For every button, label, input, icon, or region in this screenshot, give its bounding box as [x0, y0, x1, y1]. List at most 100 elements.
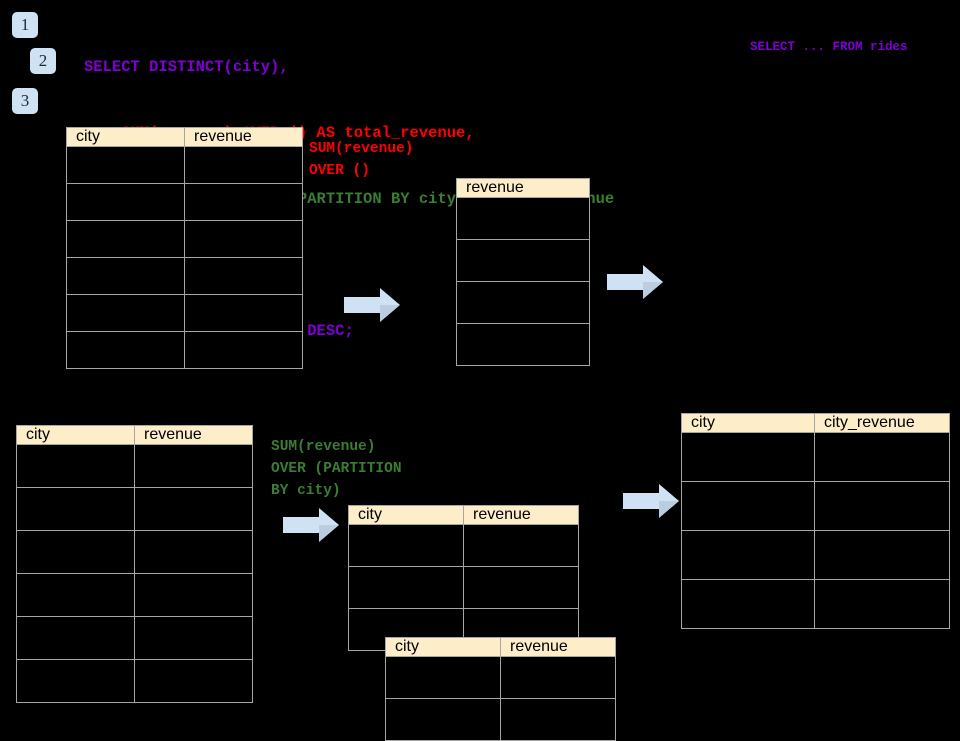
cell: [184, 220, 303, 258]
table-row: [66, 257, 303, 295]
table-header-row: revenue: [456, 178, 590, 198]
cell: [16, 444, 135, 488]
cell: [16, 659, 135, 703]
table-row: [66, 183, 303, 221]
table-row: [681, 432, 950, 482]
cell: [66, 257, 185, 295]
table-source-bottom: city revenue: [16, 425, 253, 703]
cell: [348, 524, 464, 567]
table-row: [348, 524, 579, 567]
table-row: [66, 294, 303, 332]
cell: [66, 331, 185, 369]
cell: [66, 220, 185, 258]
arrow-right-icon-1: [344, 288, 400, 322]
cell: [184, 331, 303, 369]
table-row: [681, 579, 950, 629]
cell: [681, 432, 815, 482]
cell: [184, 257, 303, 295]
column-header-city: city: [16, 425, 135, 445]
table-source-top: city revenue: [66, 127, 303, 369]
cell: [134, 573, 253, 617]
table-row: [16, 573, 253, 617]
cell: [456, 239, 590, 282]
cell: [463, 566, 579, 609]
table-row: [16, 659, 253, 703]
cell: [16, 530, 135, 574]
cell: [681, 579, 815, 629]
cell: [134, 616, 253, 660]
table-header-row: city revenue: [385, 637, 616, 657]
table-row: [385, 656, 616, 699]
table-row: [16, 487, 253, 531]
cell: [66, 294, 185, 332]
arrow-right-icon-3: [283, 508, 339, 542]
cell: [184, 294, 303, 332]
table-row: [681, 530, 950, 580]
table-row: [66, 146, 303, 184]
diagram-canvas: 1 2 3 SELECT DISTINCT(city), SUM(revenue…: [12, 12, 950, 741]
cell: [348, 566, 464, 609]
table-row: [681, 481, 950, 531]
table-row: [456, 323, 590, 366]
cell: [456, 197, 590, 240]
cell: [66, 183, 185, 221]
table-result: city city_revenue: [681, 413, 950, 629]
table-row: [456, 197, 590, 240]
step-badge-2: 2: [30, 48, 56, 74]
cell: [134, 487, 253, 531]
arrow-right-icon-2: [607, 265, 663, 299]
table-row: [16, 530, 253, 574]
cell: [184, 146, 303, 184]
column-header-revenue: revenue: [456, 178, 590, 198]
cell: [16, 487, 135, 531]
cell: [66, 146, 185, 184]
column-header-revenue: revenue: [500, 637, 616, 657]
annotation-over-partition: SUM(revenue) OVER (PARTITION BY city): [271, 439, 402, 499]
column-header-city: city: [348, 505, 464, 525]
cell: [500, 656, 616, 699]
cell: [814, 432, 950, 482]
arrow-right-icon-4: [623, 484, 679, 518]
annotation-over-empty: SUM(revenue) OVER (): [309, 141, 414, 179]
table-row: [16, 444, 253, 488]
cell: [134, 659, 253, 703]
cell: [16, 573, 135, 617]
table-row: [348, 566, 579, 609]
table-row: [66, 220, 303, 258]
cell: [184, 183, 303, 221]
sql-line-1: SELECT DISTINCT(city),: [84, 58, 289, 76]
cell: [814, 481, 950, 531]
cell: [456, 323, 590, 366]
table-total-revenue: revenue: [456, 178, 590, 366]
cell: [814, 579, 950, 629]
cell: [134, 530, 253, 574]
cell: [385, 656, 501, 699]
table-header-row: city city_revenue: [681, 413, 950, 433]
cell: [456, 281, 590, 324]
table-partition-back: city revenue: [348, 505, 579, 651]
cell: [463, 524, 579, 567]
step-badge-3: 3: [12, 88, 38, 114]
step-badge-1: 1: [12, 12, 38, 38]
table-row: [66, 331, 303, 369]
column-header-city: city: [66, 127, 185, 147]
table-row: [16, 616, 253, 660]
table-header-row: city revenue: [16, 425, 253, 445]
table-row: [456, 281, 590, 324]
column-header-city-revenue: city_revenue: [814, 413, 950, 433]
column-header-city: city: [681, 413, 815, 433]
table-header-row: city revenue: [348, 505, 579, 525]
cell: [814, 530, 950, 580]
table-header-row: city revenue: [66, 127, 303, 147]
cell: [16, 616, 135, 660]
side-note-select-from: SELECT ... FROM rides: [750, 40, 908, 54]
cell: [134, 444, 253, 488]
column-header-revenue: revenue: [184, 127, 303, 147]
column-header-revenue: revenue: [463, 505, 579, 525]
table-partition-front: city revenue: [385, 637, 616, 741]
column-header-city: city: [385, 637, 501, 657]
column-header-revenue: revenue: [134, 425, 253, 445]
table-row: [456, 239, 590, 282]
cell: [681, 530, 815, 580]
cell: [681, 481, 815, 531]
